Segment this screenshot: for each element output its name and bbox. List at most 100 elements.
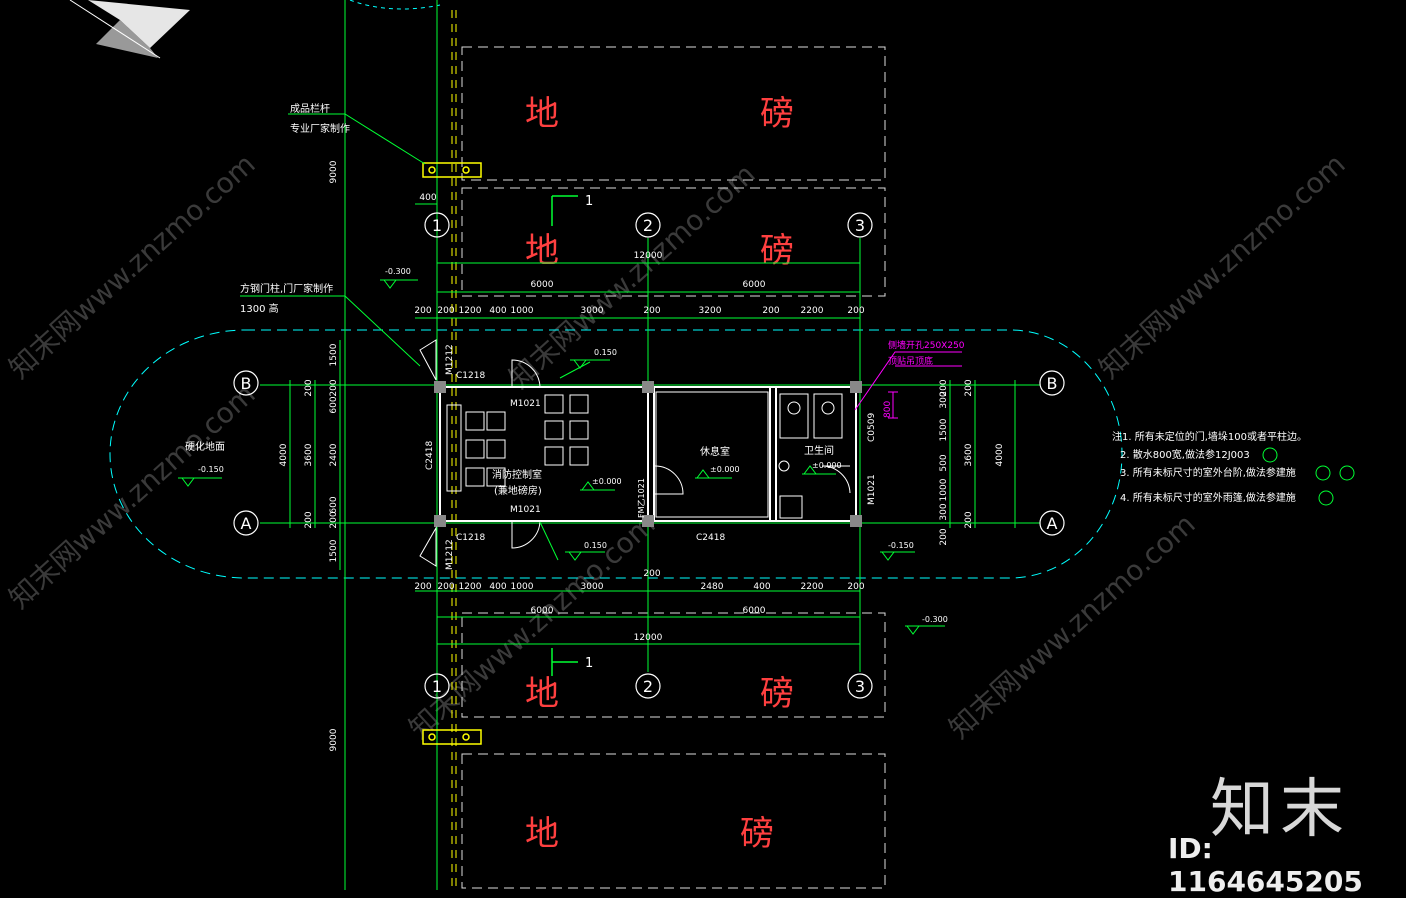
door-tag: C0509: [867, 413, 877, 442]
dim-text: 1000: [511, 582, 534, 592]
dim-text: 3600: [304, 443, 314, 466]
dim-text: 200: [414, 582, 431, 592]
watermark-text: 知末网www.znzmo.com: [943, 507, 1202, 745]
dim-text: 200: [964, 511, 974, 528]
door-tag: M1212: [445, 539, 455, 570]
grid-label: 3: [855, 677, 865, 696]
dim-text: 200: [847, 582, 864, 592]
dim-text: 3600: [964, 443, 974, 466]
hard-ground-label: 硬化地面: [185, 440, 225, 453]
dim-text: 6000: [743, 606, 766, 616]
dim-text: 2480: [701, 582, 724, 592]
dim-text: 200: [847, 306, 864, 316]
note-line: 3. 所有未标尺寸的室外台阶,做法参建施: [1120, 466, 1296, 479]
door-tag: C1218: [456, 533, 485, 543]
dim-text: 12000: [634, 251, 663, 261]
dim-text: 300: [939, 503, 949, 520]
watermark-logo: 知末: [1210, 773, 1350, 847]
watermark-text: 知末网www.znzmo.com: [503, 157, 762, 395]
vent-note: 侧墙开孔250X250: [888, 339, 965, 351]
paving-char: 地: [525, 231, 559, 271]
paving-char: 磅: [760, 231, 794, 271]
dim-text: 1500: [329, 539, 339, 562]
paving-char: 地: [525, 94, 559, 134]
watermark-text: 知末网www.znzmo.com: [1093, 147, 1352, 385]
note-line: 注1. 所有未定位的门,墙垛100或者平柱边。: [1112, 430, 1307, 443]
note-line: 4. 所有未标尺寸的室外雨篷,做法参建施: [1120, 491, 1296, 504]
grid-label: B: [1047, 374, 1058, 393]
grid-label: 3: [855, 216, 865, 235]
dim-text: 3000: [581, 582, 604, 592]
grid-label: 2: [643, 216, 653, 235]
weighbridge-slabs: [461, 46, 886, 889]
vent-note: 顶贴吊顶底: [888, 355, 933, 367]
dim-text: 2200: [801, 306, 824, 316]
dim-text: 300: [939, 391, 949, 408]
dim-text: 200: [329, 379, 339, 396]
dim-text: 1200: [459, 306, 482, 316]
paving-char: 磅: [760, 94, 794, 134]
post-note: 专业厂家制作: [290, 122, 350, 135]
dim-text: 400: [489, 582, 506, 592]
dim-text: 1000: [939, 478, 949, 501]
dim-text: 2200: [801, 582, 824, 592]
watermark-text: 知末网www.znzmo.com: [3, 377, 262, 615]
grid-label: B: [241, 374, 252, 393]
dim-text: 400: [489, 306, 506, 316]
dim-text: 200: [437, 306, 454, 316]
paving-char: 地: [525, 814, 559, 854]
dim-text: 200: [643, 306, 660, 316]
dim-text: 200: [939, 379, 949, 396]
dim-text: 500: [939, 454, 949, 471]
dim-text: 12000: [634, 633, 663, 643]
paving-char: 磅: [740, 814, 774, 854]
weighbridge-slab: [461, 753, 886, 889]
dim-text: 1000: [511, 306, 534, 316]
weighbridge-slab: [461, 187, 886, 297]
level-text: ±0.000: [710, 465, 740, 474]
dim-text: 600: [329, 396, 339, 413]
note-line: 2. 散水800宽,做法参12J003: [1120, 448, 1250, 461]
level-text: ±0.000: [812, 461, 842, 470]
room-label: 消防控制室: [492, 468, 542, 481]
dim-text: 3000: [581, 306, 604, 316]
dim-text: 1500: [329, 343, 339, 366]
level-text: 0.150: [594, 348, 617, 357]
dim-text: 2400: [329, 443, 339, 466]
dim-text: 200: [304, 511, 314, 528]
grid-label: A: [1047, 514, 1058, 533]
room-label: (兼地磅房): [494, 484, 542, 497]
north-arrow-icon: [69, 0, 190, 59]
dim-text: 200: [414, 306, 431, 316]
dim-text: 200: [939, 528, 949, 545]
paving-char: 地: [525, 674, 559, 714]
grid-bubbles: [233, 212, 1065, 699]
dim-text: 200: [329, 511, 339, 528]
weighbridge-slab: [461, 612, 886, 718]
weighbridge-slab: [461, 46, 886, 181]
dim-text: 9000: [329, 728, 339, 751]
door-tag: M1021: [510, 505, 541, 515]
dim-text: 200: [762, 306, 779, 316]
door-tag: C2418: [696, 533, 725, 543]
door-tag: C1218: [456, 371, 485, 381]
dim-text: 1200: [459, 582, 482, 592]
dim-text: 9000: [329, 160, 339, 183]
building-walls: [439, 386, 857, 522]
paving-char: 磅: [760, 674, 794, 714]
door-tag: M1212: [445, 344, 455, 375]
gate-post-note: 方钢门柱,门厂家制作: [240, 282, 333, 295]
dim-text: 400: [753, 582, 770, 592]
gate-post-icon: [422, 162, 482, 745]
watermark-text: 知末网www.znzmo.com: [3, 147, 262, 385]
level-text: -0.300: [385, 267, 411, 276]
level-text: ±0.000: [592, 477, 622, 486]
grid-label: A: [241, 514, 252, 533]
dim-text: 4000: [279, 443, 289, 466]
dim-text: 200: [964, 379, 974, 396]
grid-label: 2: [643, 677, 653, 696]
grid-label: 1: [432, 677, 442, 696]
dim-text: 200: [437, 582, 454, 592]
watermark-id: ID: 1164645205: [1168, 832, 1363, 898]
